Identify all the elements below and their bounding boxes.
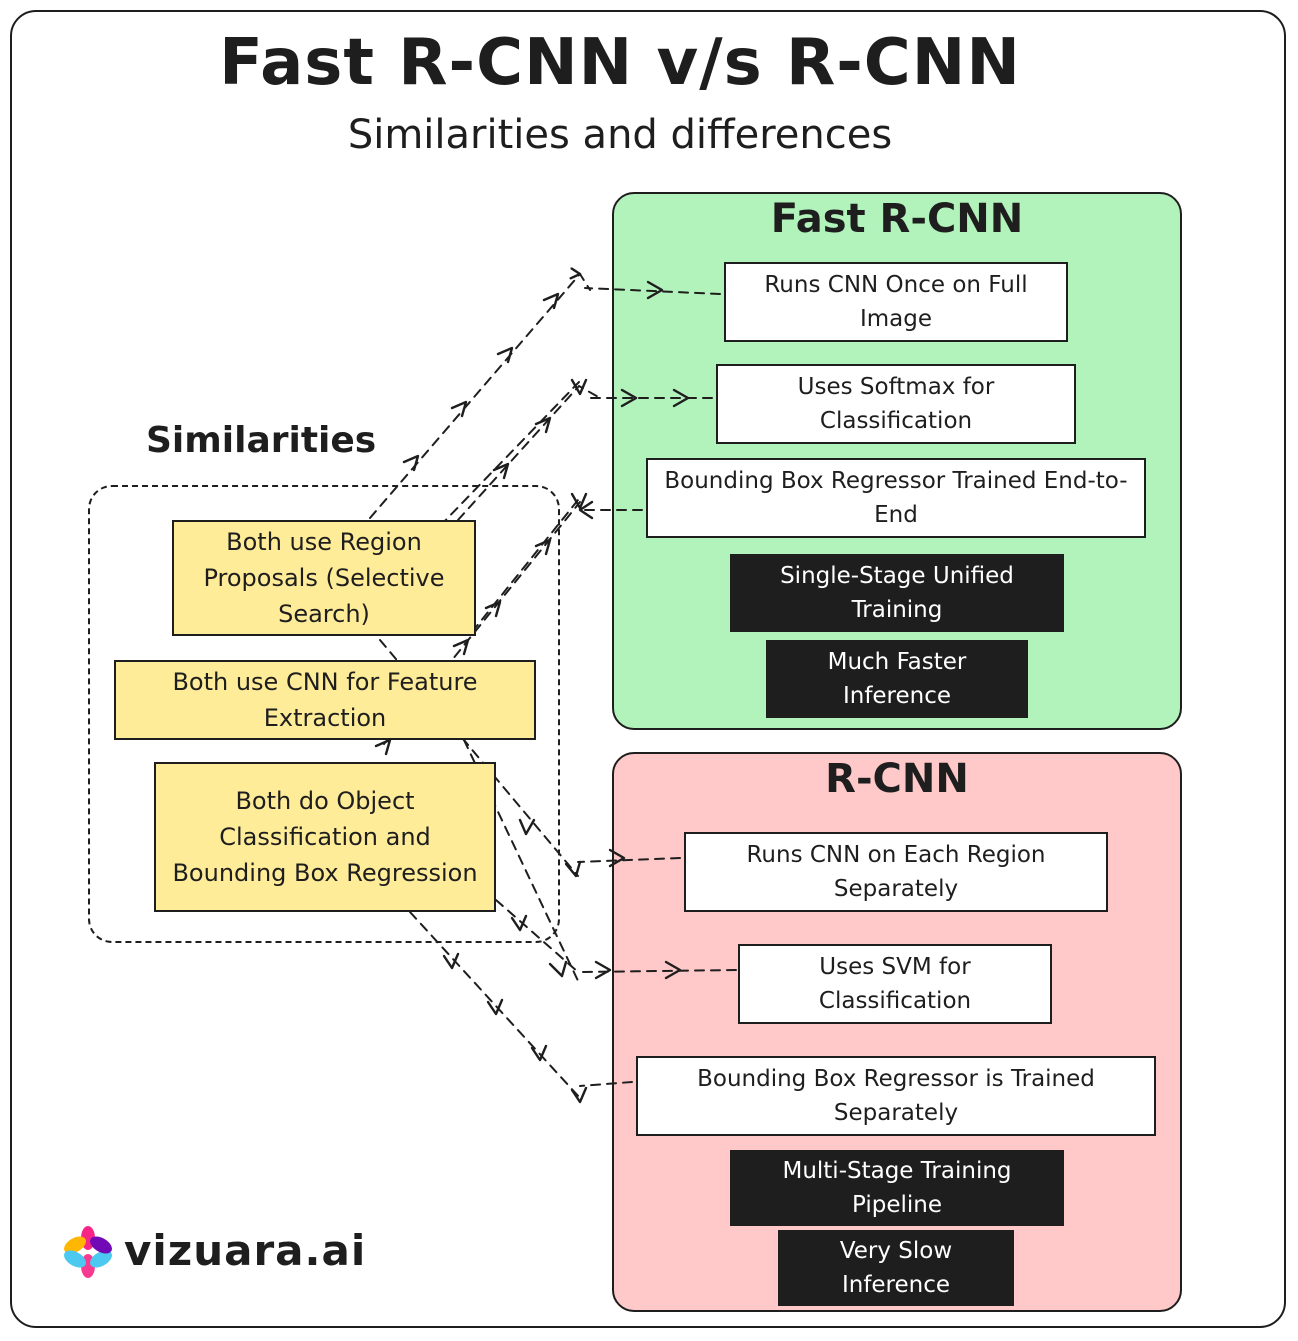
arrow-object-to-svm	[495, 899, 579, 973]
arrowhead-26	[530, 1044, 548, 1062]
fast-item-faster-inference: Much Faster Inference	[766, 640, 1028, 718]
fast-rcnn-title: Fast R-CNN	[770, 196, 1024, 242]
page-subtitle: Similarities and differences	[347, 112, 893, 158]
arrowhead-9	[452, 638, 470, 656]
fast-item-cnn-once: Runs CNN Once on Full Image	[724, 262, 1068, 342]
rcnn-item-multi-stage: Multi-Stage Training Pipeline	[730, 1150, 1064, 1226]
arrowhead-8	[534, 538, 552, 556]
rcnn-item-slow-inference: Very Slow Inference	[778, 1230, 1014, 1306]
arrowhead-15	[570, 492, 588, 510]
arrowhead-5	[492, 462, 510, 480]
arrowhead-16	[570, 378, 588, 396]
arrow-feature-to-cnn-once-dup	[439, 381, 580, 527]
similarities-group	[88, 485, 560, 943]
arrowhead-11	[646, 280, 664, 300]
arrowhead-25	[486, 998, 504, 1016]
arrowhead-14	[578, 500, 594, 520]
arrowhead-27	[570, 1086, 588, 1104]
arrow-bbox-separate-in	[579, 1081, 633, 1087]
rcnn-title: R-CNN	[825, 756, 969, 802]
similarity-region-proposals: Both use Region Proposals (Selective Sea…	[172, 520, 476, 636]
arrow-region-to-softmax	[457, 385, 601, 521]
arrowhead-12	[620, 388, 638, 408]
arrowhead-7	[484, 600, 502, 618]
arrowhead-19	[608, 848, 626, 868]
fast-item-softmax: Uses Softmax for Classification	[716, 364, 1076, 444]
rcnn-item-cnn-each-region: Runs CNN on Each Region Separately	[684, 832, 1108, 912]
arrowhead-10	[374, 738, 392, 756]
arrowhead-23	[664, 960, 682, 980]
arrow-feature-to-svm	[463, 739, 581, 986]
arrowhead-24	[442, 952, 460, 970]
arrowhead-2	[450, 400, 468, 418]
arrowhead-1	[402, 454, 420, 472]
arrowhead-22	[594, 960, 612, 980]
brand-name: vizuara.ai	[124, 1226, 367, 1275]
similarity-cnn-feature-extraction: Both use CNN for Feature Extraction	[114, 660, 536, 740]
rcnn-item-svm: Uses SVM for Classification	[738, 944, 1052, 1024]
arrow-object-to-bbox-separate	[409, 911, 581, 1099]
arrowhead-17	[518, 818, 536, 836]
arrowhead-21	[548, 960, 568, 978]
arrow-cnn-once-in	[584, 287, 721, 295]
arrowhead-6	[534, 416, 552, 434]
arrowhead-4	[542, 292, 560, 310]
page-title: Fast R-CNN v/s R-CNN	[219, 26, 1021, 100]
arrowhead-3	[496, 346, 514, 364]
vizuara-logo-icon	[64, 1226, 112, 1278]
similarities-label: Similarities	[146, 420, 377, 461]
fast-item-bbox-end-to-end: Bounding Box Regressor Trained End-to-En…	[646, 458, 1146, 538]
arrow-feature-to-bbox-e2e	[471, 499, 579, 633]
arrowhead-20	[510, 914, 528, 932]
arrowhead-18	[564, 860, 582, 878]
arrow-region-to-cnn-once	[369, 274, 591, 519]
fast-item-single-stage: Single-Stage Unified Training	[730, 554, 1064, 632]
similarity-classification-bbox: Both do Object Classification and Boundi…	[154, 762, 496, 912]
arrow-cnn-each-in	[577, 857, 681, 863]
rcnn-item-bbox-separate: Bounding Box Regressor is Trained Separa…	[636, 1056, 1156, 1136]
arrowhead-13	[672, 388, 690, 408]
